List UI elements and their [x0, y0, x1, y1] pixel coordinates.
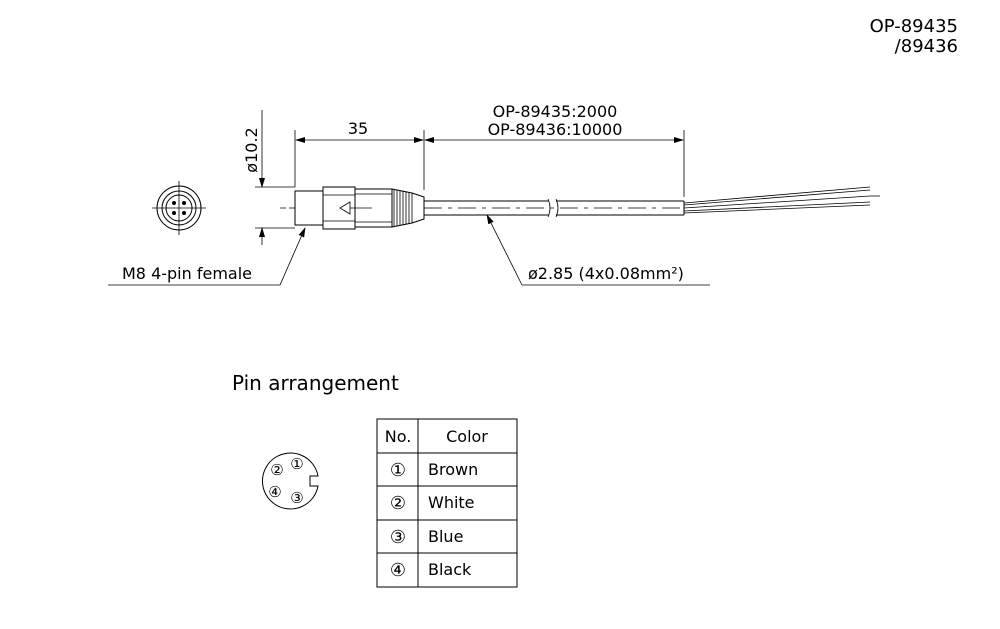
pin-arrangement-title: Pin arrangement	[232, 371, 399, 395]
length-dimensions: 35 OP-89435:2000 OP-89436:10000	[294, 102, 685, 197]
table-cell-no: ③	[390, 527, 406, 548]
table-header-color: Color	[446, 427, 488, 446]
loose-wires	[683, 186, 880, 214]
cable	[424, 198, 685, 218]
table-cell-color: White	[428, 493, 475, 512]
table-cell-color: Brown	[428, 460, 478, 479]
diameter-dimension: ø10.2	[242, 110, 295, 245]
diameter-label: ø10.2	[242, 127, 261, 172]
table-row: ③ Blue	[390, 527, 463, 548]
connector-side-view	[280, 186, 425, 230]
table-cell-no: ②	[390, 493, 406, 514]
cable-length-label-2: OP-89436:10000	[488, 120, 623, 139]
part-number-line1: OP-89435	[870, 16, 958, 37]
table-header-no: No.	[385, 427, 412, 446]
cable-leader: ø2.85 (4x0.08mm²)	[486, 214, 710, 286]
cable-length-label-1: OP-89435:2000	[493, 102, 618, 121]
pin-1-marker: ①	[290, 455, 303, 473]
connector-front-view	[152, 181, 206, 235]
table-cell-no: ④	[390, 560, 406, 581]
table-cell-color: Blue	[428, 527, 463, 546]
pin-arrangement-diagram: ① ② ③ ④	[261, 452, 319, 510]
part-number-line2: /89436	[895, 36, 958, 57]
table-row: ② White	[390, 493, 475, 514]
pin-4-marker: ④	[268, 483, 281, 501]
table-cell-color: Black	[428, 560, 472, 579]
cable-spec-label: ø2.85 (4x0.08mm²)	[528, 264, 684, 283]
table-row: ④ Black	[390, 560, 472, 581]
table-row: ① Brown	[390, 460, 478, 481]
pin-color-table: No. Color ① Brown ② White ③ Blue ④ Black	[376, 418, 518, 588]
pin-3-marker: ③	[290, 489, 303, 507]
table-cell-no: ①	[390, 460, 406, 481]
connector-type-label: M8 4-pin female	[122, 264, 252, 283]
connector-leader: M8 4-pin female	[108, 227, 306, 286]
connector-length-label: 35	[348, 119, 368, 138]
pin-2-marker: ②	[270, 461, 283, 479]
